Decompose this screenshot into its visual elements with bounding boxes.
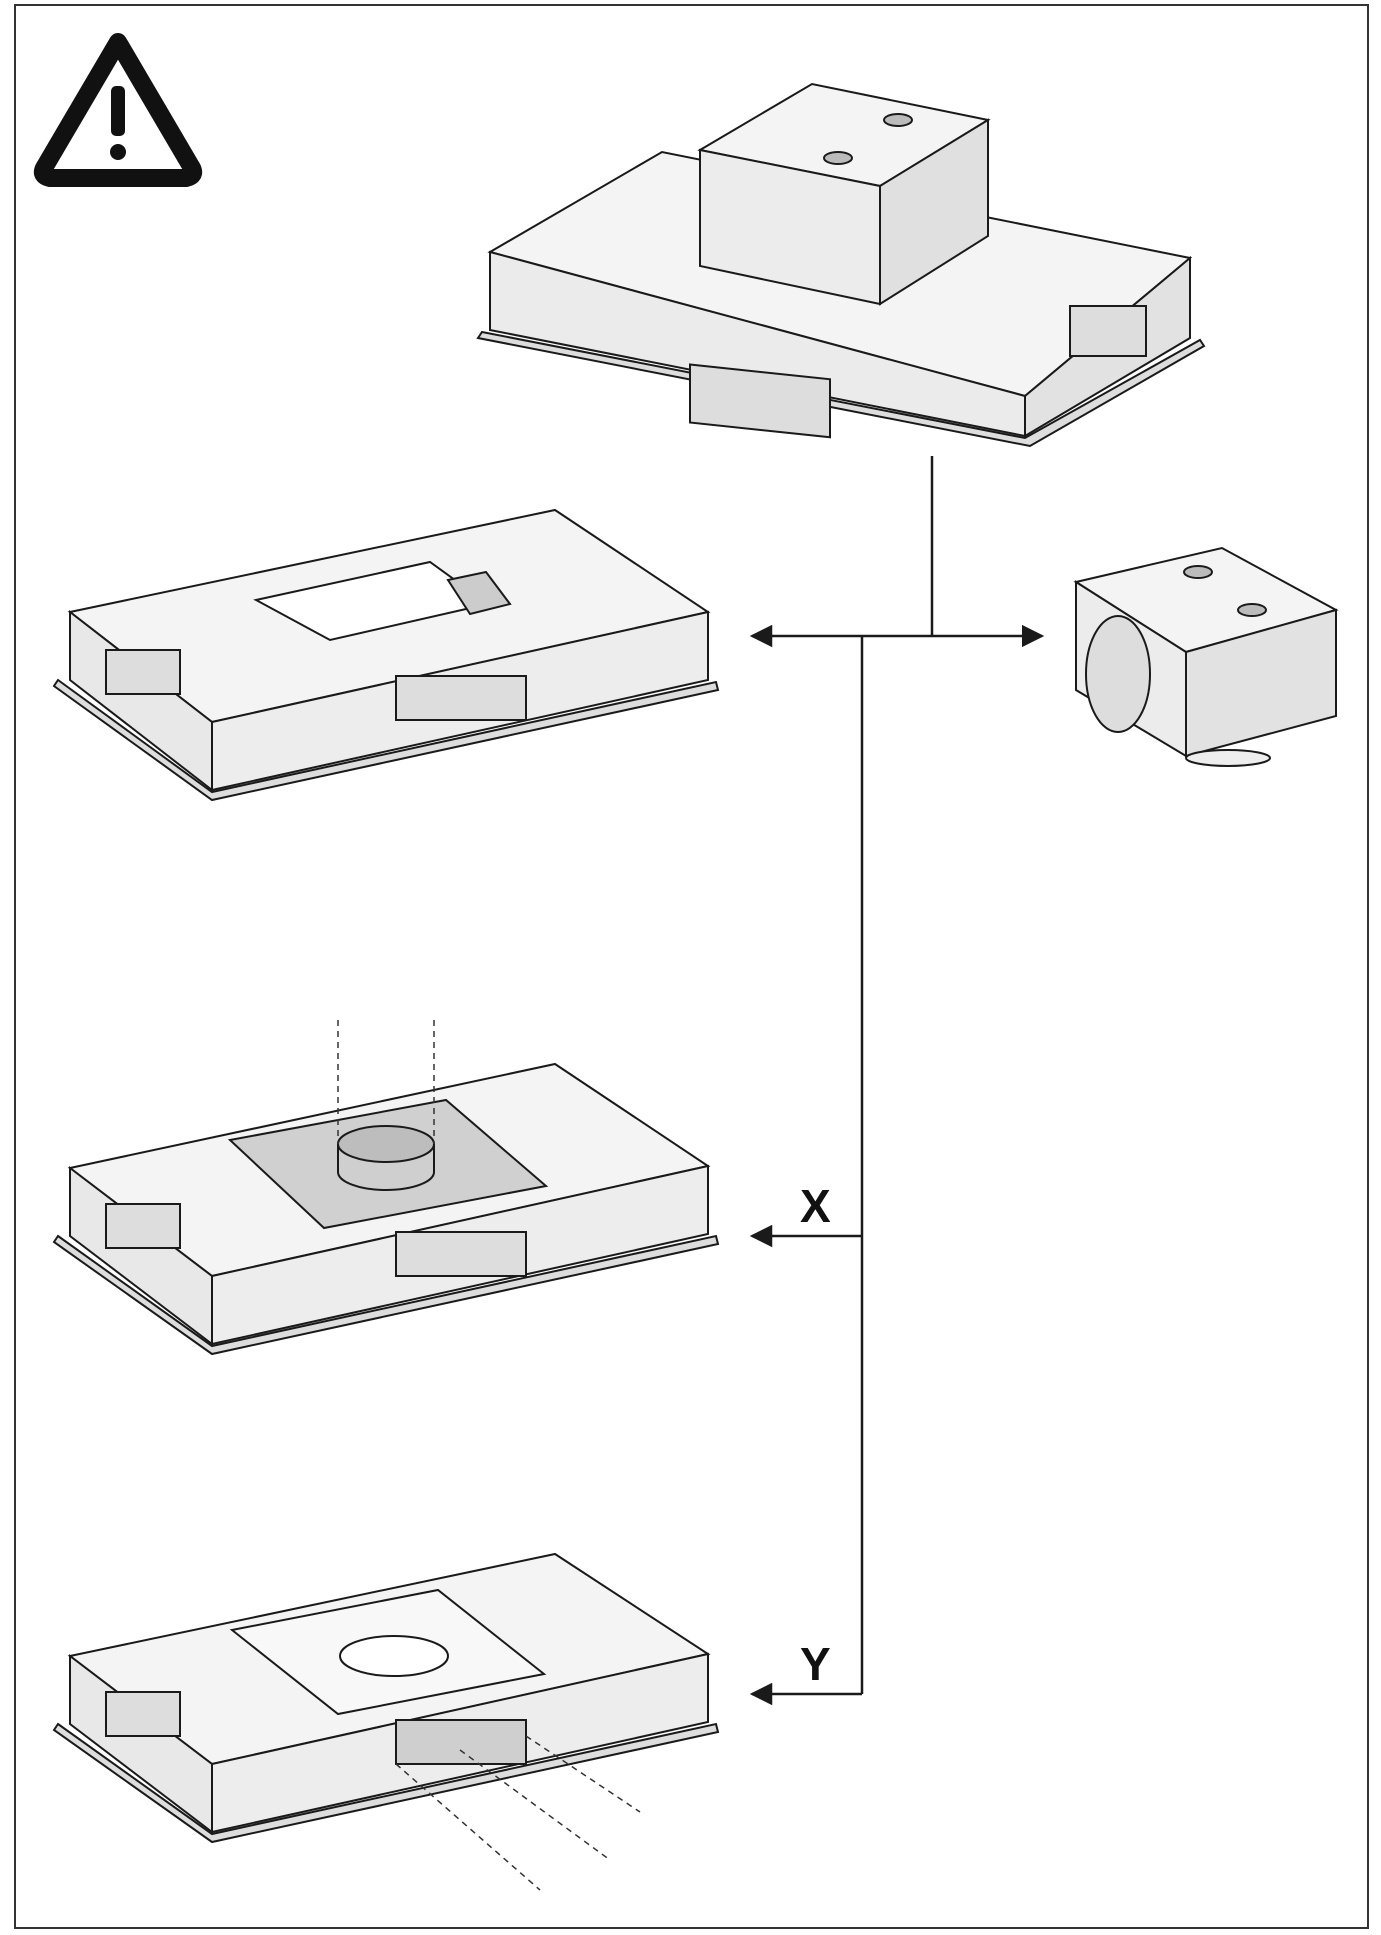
warning-triangle-icon xyxy=(33,33,203,187)
hood-variant-y xyxy=(52,1552,720,1844)
connector-lines xyxy=(749,456,1045,1706)
duct-guide-lines-y xyxy=(395,1735,641,1891)
label-x: X xyxy=(800,1180,831,1232)
motor-unit xyxy=(1073,546,1339,767)
label-y: Y xyxy=(800,1638,831,1690)
hood-body-open xyxy=(52,508,720,802)
hood-assembled xyxy=(476,82,1206,448)
duct-guide-lines-x xyxy=(337,1020,435,1144)
diagram-frame xyxy=(14,4,1369,1929)
hood-variant-x xyxy=(52,1062,720,1356)
